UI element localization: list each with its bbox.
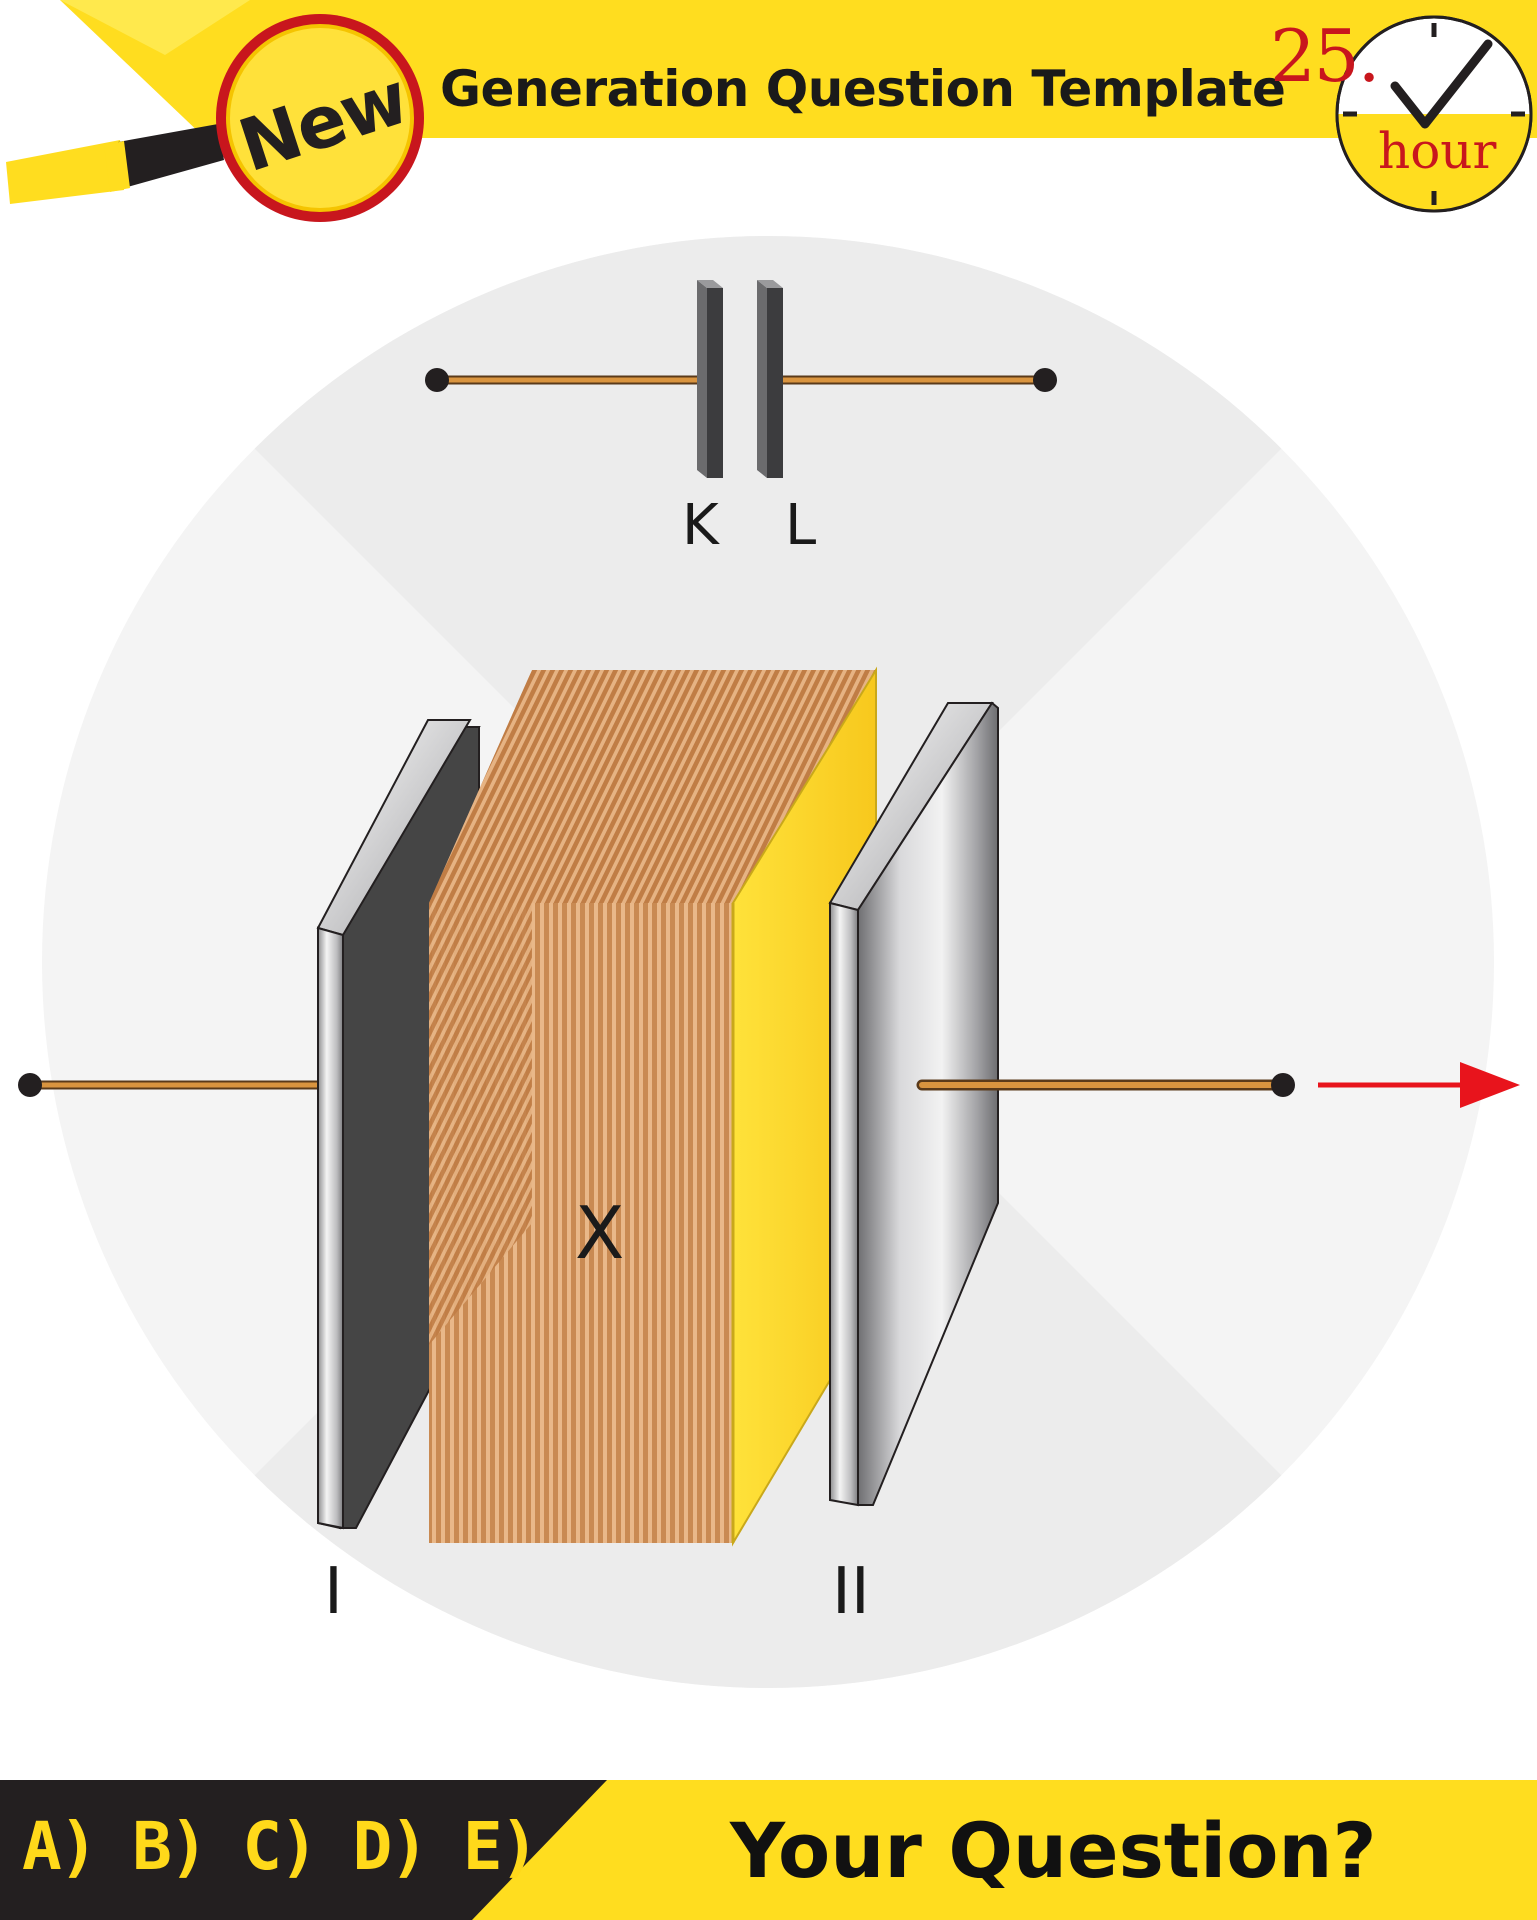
answer-options: A) B) C) D) E) <box>22 1808 539 1885</box>
hour-word: hour <box>1378 122 1497 180</box>
hour-number: 25. <box>1270 14 1381 98</box>
label-k: K <box>682 493 719 558</box>
dielectric-x <box>429 666 877 1547</box>
header-banner <box>60 0 1537 138</box>
label-plate-two: II <box>832 1555 870 1629</box>
clock-check-icon <box>1335 15 1533 213</box>
header-title: Generation Question Template <box>440 60 1286 118</box>
left-wire <box>18 1073 320 1097</box>
label-l: L <box>785 493 817 558</box>
plate-two <box>828 701 999 1507</box>
magnifier-icon <box>6 14 424 222</box>
footer-banner <box>0 1780 1537 1920</box>
direction-arrow <box>1318 1062 1520 1108</box>
question-text: Your Question? <box>730 1806 1377 1895</box>
right-wire <box>916 1073 1295 1097</box>
capacitor-symbol <box>425 280 1057 478</box>
label-x: X <box>575 1191 625 1275</box>
label-plate-one: I <box>324 1555 343 1629</box>
